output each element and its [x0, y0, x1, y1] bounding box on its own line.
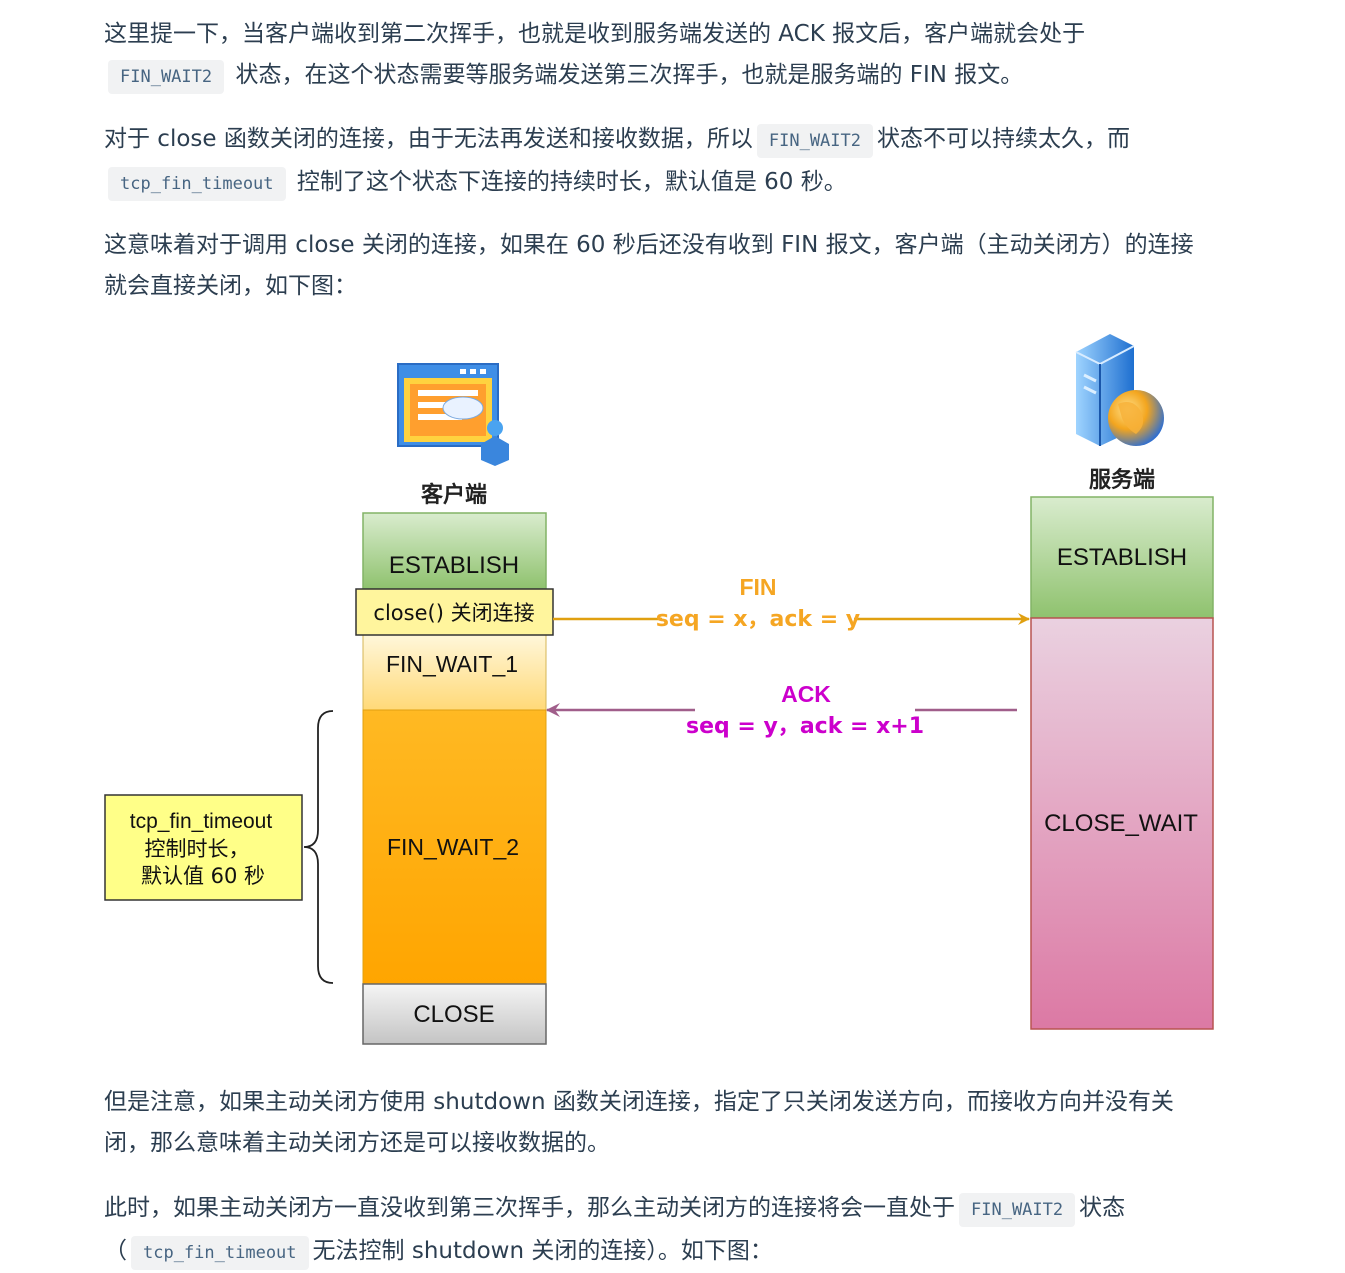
timeout-note-box — [104, 794, 303, 901]
fin-wait-2-text: FIN_WAIT_2 — [387, 834, 519, 860]
close-wait-text: CLOSE_WAIT — [1044, 810, 1198, 837]
inline-code: tcp_fin_timeout — [131, 1235, 309, 1270]
paragraph-text: 无法控制 shutdown 关闭的连接）。如下图： — [312, 1237, 773, 1264]
paragraph-text: 此时，如果主动关闭方一直没收到第三次挥手，那么主动关闭方的连接将会一直处于 — [104, 1195, 955, 1221]
ack-seq-label: seq = y，ack = x+1 — [686, 714, 924, 739]
server-establish-state — [1030, 496, 1214, 619]
fin-label: FIN — [739, 574, 776, 600]
client-establish-text: ESTABLISH — [389, 552, 519, 579]
timeout-brace — [303, 710, 334, 984]
close-call-text: close() 关闭连接 — [373, 601, 534, 625]
timeout-note-line2: 控制时长， — [145, 837, 250, 861]
server-state-column: ESTABLISH CLOSE_WAIT — [1030, 496, 1214, 1030]
inline-code: FIN_WAIT2 — [108, 59, 225, 94]
tcp-fin-wait2-diagram: 客户端 服务端 ESTABLISH close() 关闭连接 FIN_WAIT_… — [104, 334, 1214, 1045]
paragraph-text: 但是注意，如果主动关闭方使用 shutdown 函数关闭连接，指定了只关闭发送方… — [104, 1089, 1174, 1156]
server-label: 服务端 — [1089, 468, 1155, 493]
client-label: 客户端 — [421, 482, 487, 508]
client-window-icon — [397, 363, 509, 466]
paragraph-text: 状态，在这个状态需要等服务端发送第三次挥手，也就是服务端的 FIN 报文。 — [235, 61, 1024, 88]
timeout-note-line3: 默认值 60 秒 — [141, 864, 265, 888]
paragraph-text: 这里提一下，当客户端收到第二次挥手，也就是收到服务端发送的 ACK 报文后，客户… — [104, 21, 1086, 47]
paragraph-text: 状态不可以持续太久，而 — [877, 126, 1130, 152]
fin-seq-label: seq = x，ack = y — [656, 607, 860, 632]
paragraph-3: 这意味着对于调用 close 关闭的连接，如果在 60 秒后还没有收到 FIN … — [104, 225, 1214, 306]
close-state — [362, 983, 547, 1045]
server-globe-icon — [1075, 334, 1164, 446]
inline-code: FIN_WAIT2 — [756, 124, 873, 158]
client-establish-state — [362, 512, 547, 590]
inline-code: tcp_fin_timeout — [108, 166, 286, 201]
inline-code: FIN_WAIT2 — [959, 1193, 1076, 1227]
paragraph-1: 这里提一下，当客户端收到第二次挥手，也就是收到服务端发送的 ACK 报文后，客户… — [104, 14, 1214, 97]
ack-label: ACK — [781, 681, 831, 707]
paragraph-text: 对于 close 函数关闭的连接，由于无法再发送和接收数据，所以 — [104, 126, 753, 152]
paragraph-4: 但是注意，如果主动关闭方使用 shutdown 函数关闭连接，指定了只关闭发送方… — [104, 1082, 1214, 1163]
paragraph-text: 这意味着对于调用 close 关闭的连接，如果在 60 秒后还没有收到 FIN … — [104, 232, 1194, 299]
close-text: CLOSE — [413, 1001, 494, 1028]
client-state-column: ESTABLISH close() 关闭连接 FIN_WAIT_1 FIN_WA… — [355, 512, 554, 1045]
fin-wait-2-state — [362, 709, 547, 985]
paragraph-text: 控制了这个状态下连接的持续时长，默认值是 60 秒。 — [296, 168, 847, 195]
close-call-box — [355, 588, 554, 636]
paragraph-text: 状态（ — [104, 1195, 1126, 1264]
fin-wait-1-text: FIN_WAIT_1 — [386, 651, 518, 677]
timeout-note-line1: tcp_fin_timeout — [130, 810, 273, 833]
server-establish-text: ESTABLISH — [1057, 544, 1187, 571]
close-wait-state — [1030, 617, 1214, 1030]
